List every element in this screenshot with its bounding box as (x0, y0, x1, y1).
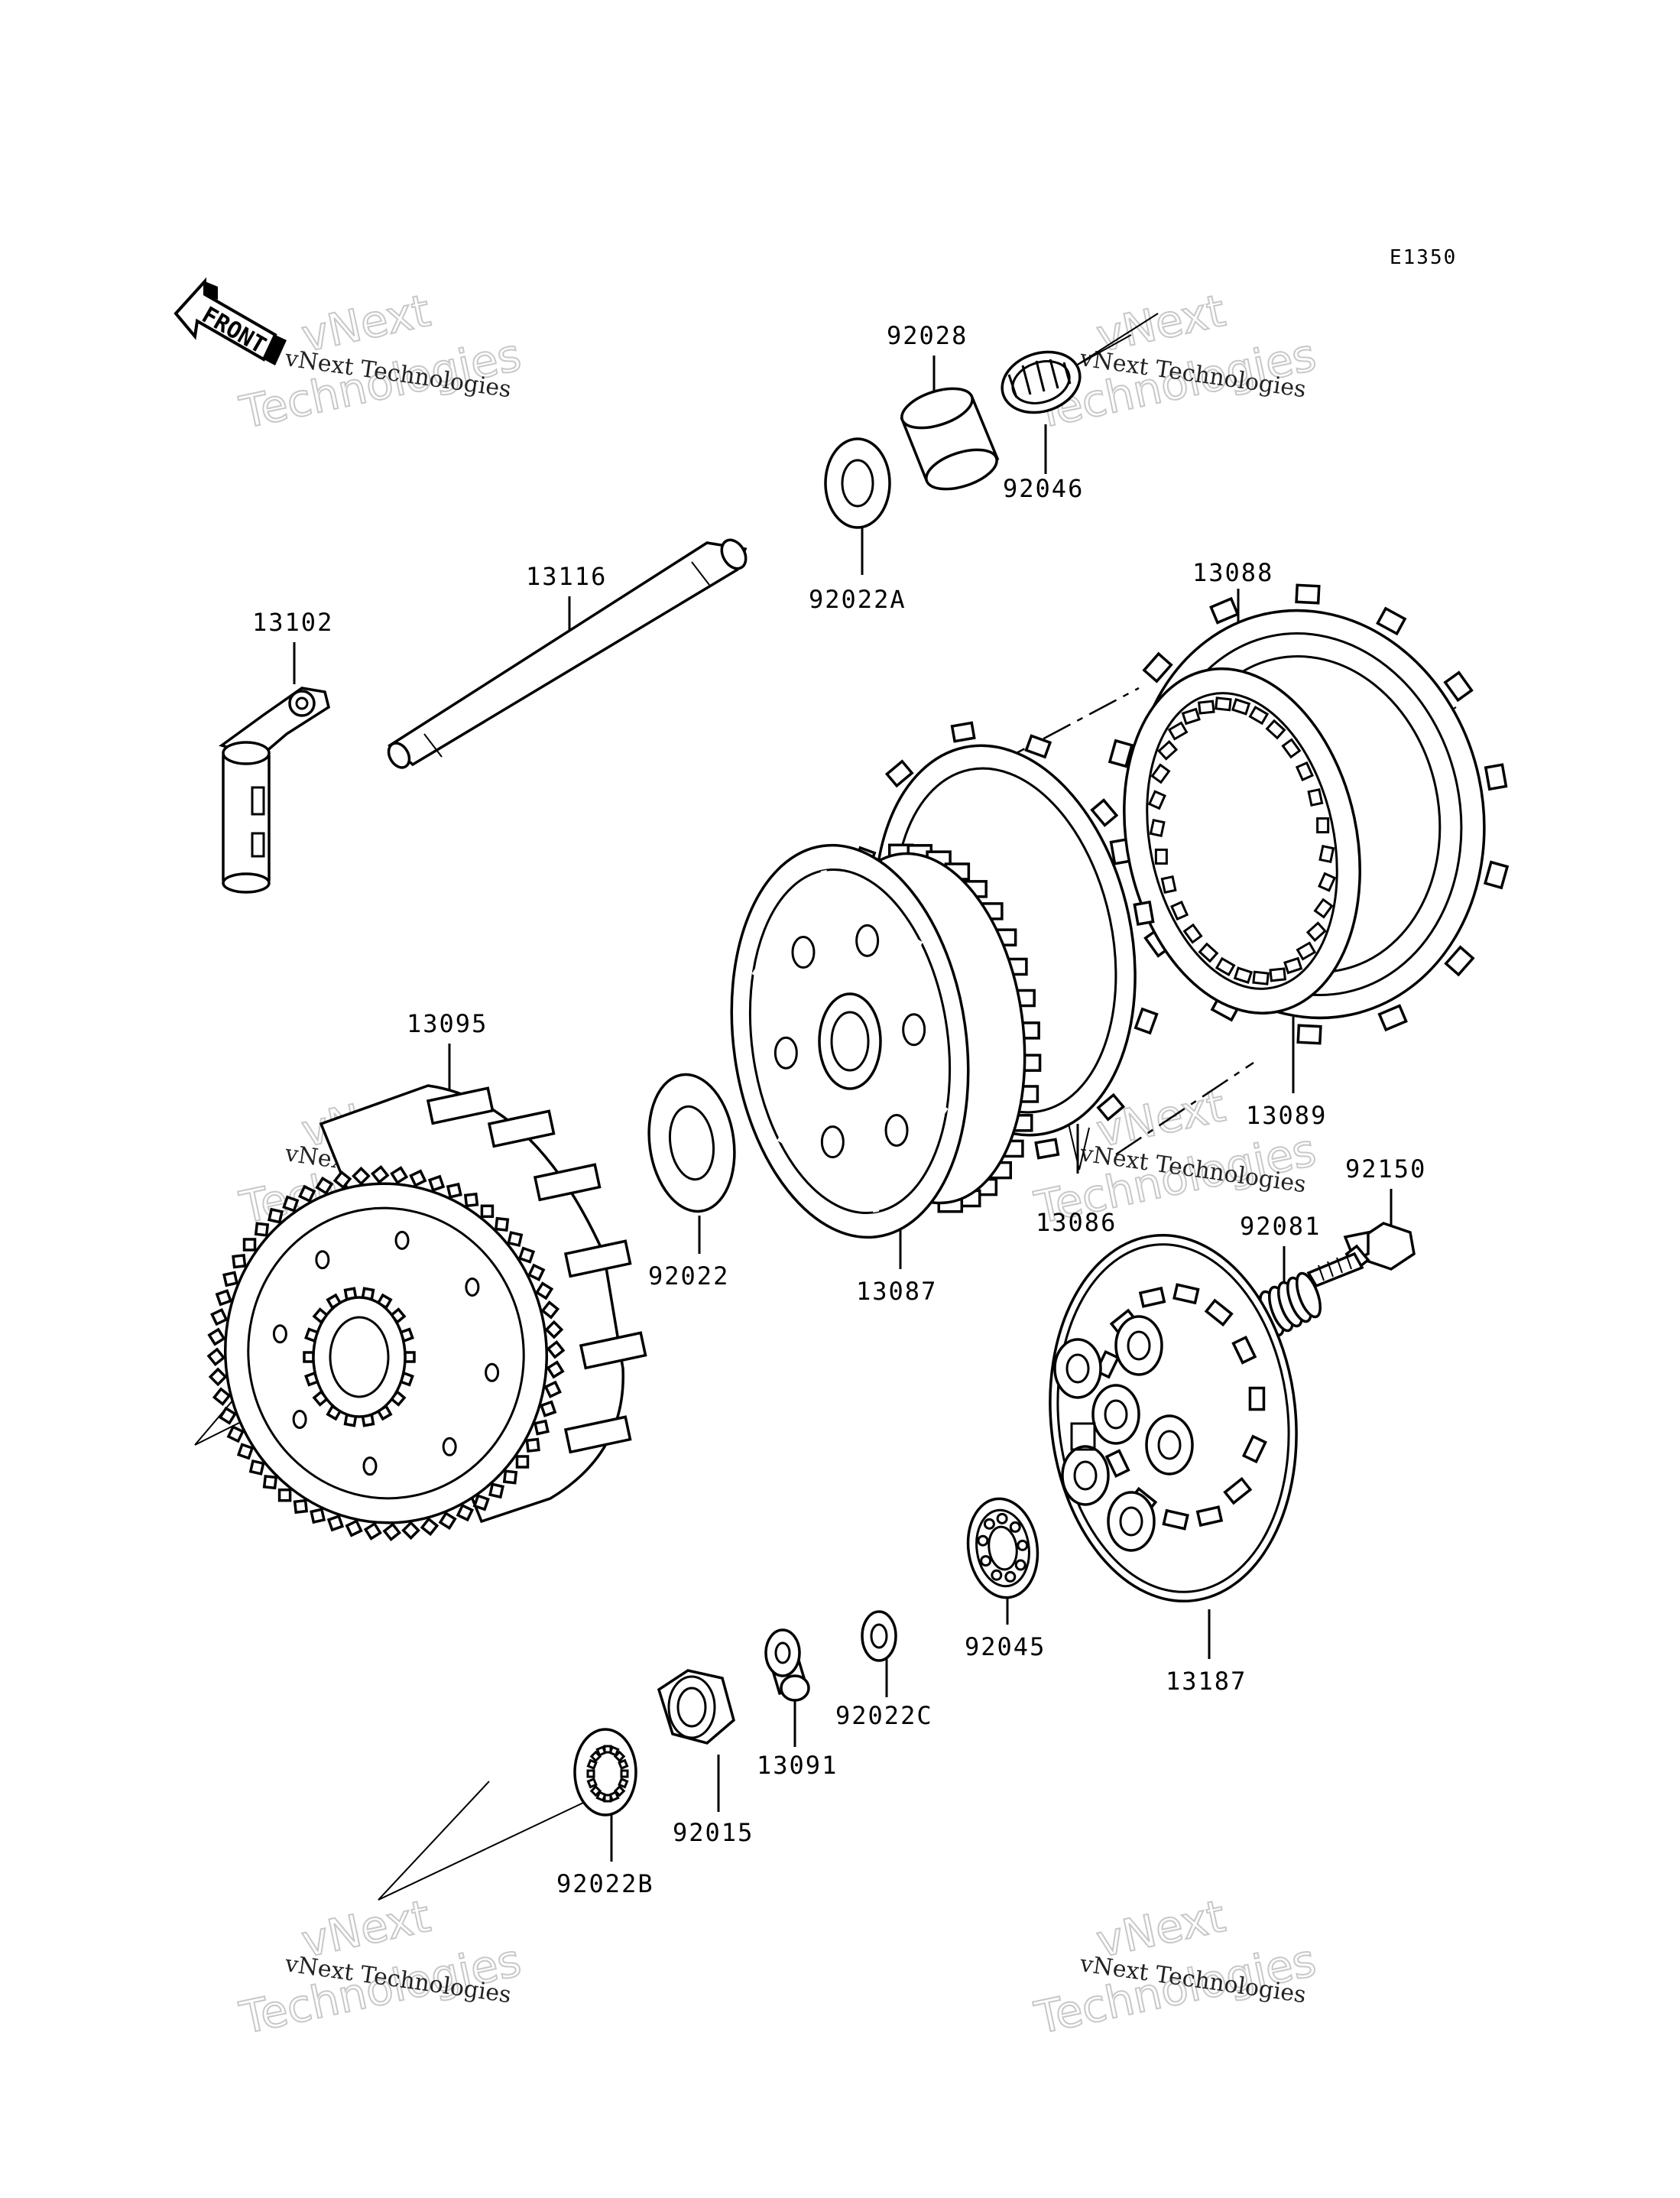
label-13086: 13086 (1036, 1208, 1117, 1237)
label-13116: 13116 (526, 562, 607, 591)
part-13087-clutch-hub (730, 843, 1042, 1269)
part-92015-nut (657, 1669, 735, 1812)
part-13102-release-lever (219, 642, 331, 894)
label-92022: 92022 (648, 1261, 729, 1291)
label-13102: 13102 (252, 608, 333, 637)
label-13087: 13087 (856, 1277, 937, 1306)
label-92022A: 92022A (809, 585, 906, 614)
part-92028-collar (900, 356, 1000, 491)
part-92022A-washer (824, 437, 891, 575)
part-92046-needle-bearing (1001, 350, 1082, 474)
label-92046: 92046 (1003, 474, 1084, 503)
part-13089-steel-plate (1123, 667, 1361, 1093)
diagram-code: E1350 (1390, 246, 1457, 269)
part-13095-clutch-housing (206, 1044, 647, 1542)
part-92022B-lock-washer (573, 1728, 637, 1862)
label-13095: 13095 (407, 1009, 488, 1038)
part-13116-push-rod (387, 538, 748, 769)
part-92045-ball-bearing (966, 1497, 1039, 1625)
label-92150: 92150 (1345, 1154, 1426, 1183)
front-arrow-icon: FRONT (174, 277, 287, 365)
label-92028: 92028 (887, 321, 968, 350)
watermark-bottom-right: vNext Technologies vNext Technologies (1030, 1889, 1322, 2045)
label-92022B: 92022B (556, 1869, 654, 1898)
part-13187-pressure-plate (1049, 1233, 1298, 1659)
label-13091: 13091 (757, 1751, 838, 1780)
label-92081: 92081 (1240, 1212, 1321, 1241)
alignment-lines (951, 687, 1254, 1156)
watermark-top-left: vNext Technologies vNext Technologies (235, 284, 527, 440)
label-92022C: 92022C (835, 1701, 933, 1730)
label-92015: 92015 (673, 1818, 754, 1847)
label-13089: 13089 (1246, 1101, 1327, 1130)
watermark-bottom-left: vNext Technologies vNext Technologies (235, 1889, 527, 2045)
part-13091-collar (764, 1628, 810, 1747)
part-92022-washer (647, 1073, 736, 1254)
label-13088: 13088 (1192, 558, 1273, 587)
label-92045: 92045 (965, 1632, 1046, 1661)
part-92150-bolt (1306, 1189, 1416, 1288)
label-13187: 13187 (1166, 1667, 1247, 1696)
part-92022C-washer (861, 1610, 897, 1697)
